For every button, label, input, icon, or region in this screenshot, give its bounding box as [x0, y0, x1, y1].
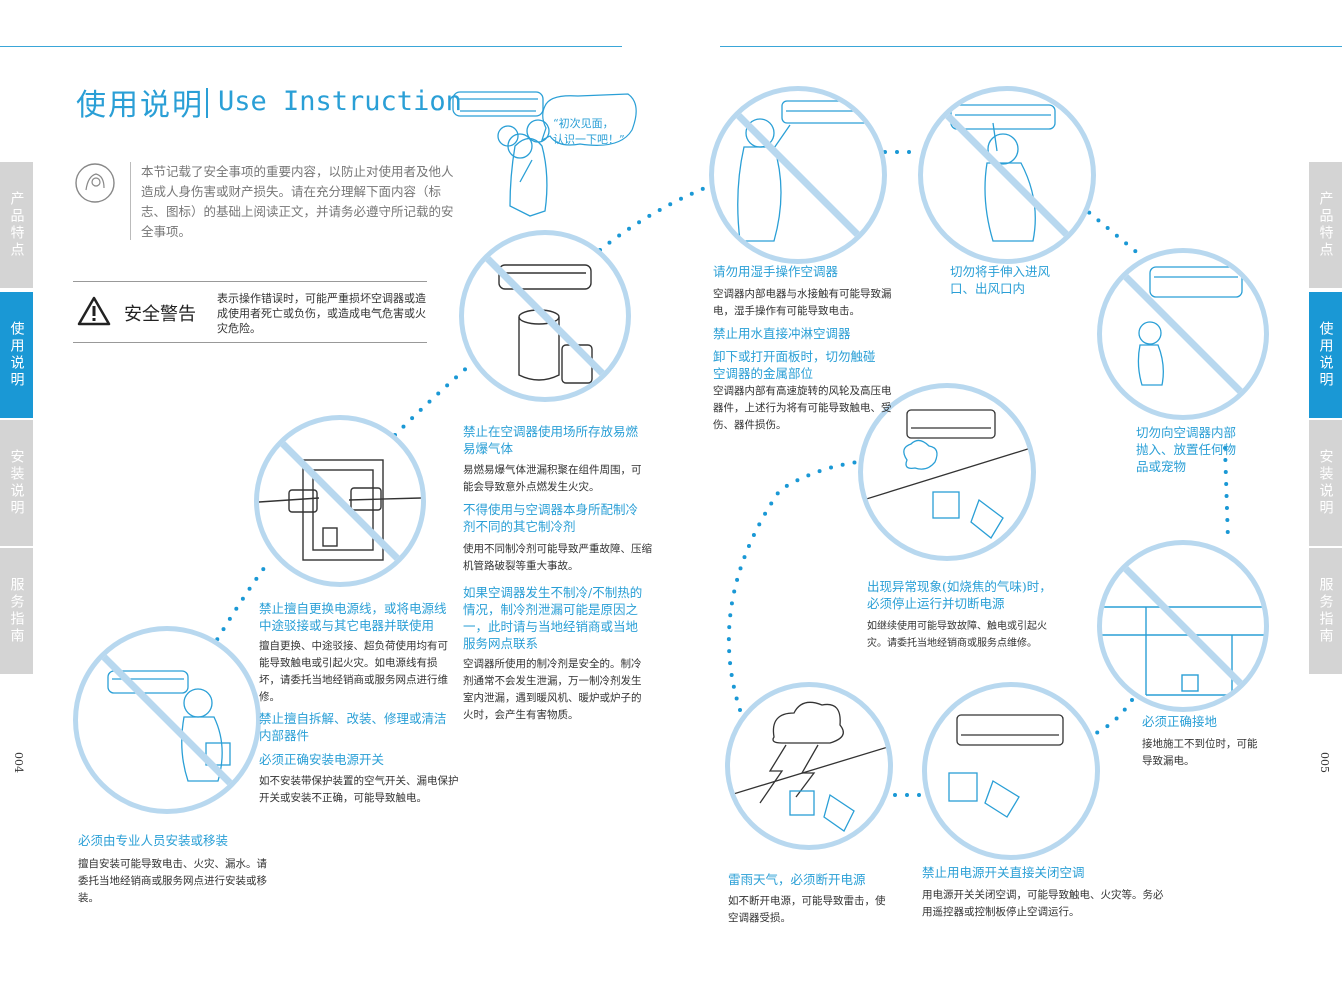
page-number-right: 005 [1318, 752, 1331, 773]
section-8-text: 空调器内部电器与水接触有可能导致漏电，湿手操作有可能导致电击。 [713, 288, 892, 317]
warning-title: 安全警告 [124, 304, 196, 325]
page-title-cn: 使用说明 [76, 88, 204, 123]
tab-left-features[interactable]: 产品特点 [0, 162, 33, 288]
section-6-text: 使用不同制冷剂可能导致严重故障、压缩机管路破裂等重大事故。 [463, 543, 652, 572]
page-title-en: Use Instruction [218, 86, 462, 117]
section-13-heading: 出现异常现象(如烧焦的气味)时，必须停止运行并切断电源 [867, 579, 1052, 611]
illustration-power-switch [922, 682, 1100, 860]
section-15-text: 如不断开电源，可能导致雷击，使空调器受损。 [728, 895, 886, 924]
section-14-text: 接地施工不到位时，可能导致漏电。 [1142, 738, 1258, 767]
section-12-heading: 切勿向空调器内部抛入、放置任何物品或宠物 [1136, 425, 1237, 474]
section-5-heading: 禁止在空调器使用场所存放易燃易爆气体 [463, 424, 639, 456]
tab-left-usage[interactable]: 使用说明 [0, 292, 33, 418]
tab-left-install[interactable]: 安装说明 [0, 420, 33, 546]
section-3-heading: 禁止擅自拆解、改装、修理或清洁内部器件 [259, 711, 447, 743]
illustration-install-professional [73, 626, 261, 814]
section-13-text: 如继续使用可能导致故障、触电或引起火灾。请委托当地经销商或服务点维修。 [867, 621, 1047, 649]
intro-text: 本节记载了安全事项的重要内容，以防止对使用者及他人造成人身伤害或财产损失。请在充… [141, 164, 454, 239]
illustration-hands-in-vent [918, 86, 1096, 264]
section-6-heading: 不得使用与空调器本身所配制冷剂不同的其它制冷剂 [463, 502, 639, 534]
section-4-text: 如不安装带保护装置的空气开关、漏电保护开关或安装不正确，可能导致触电。 [259, 775, 459, 804]
illustration-power-cord [254, 415, 426, 587]
safety-icon [75, 163, 115, 203]
page-number-left: 004 [12, 752, 25, 773]
tab-left-service[interactable]: 服务指南 [0, 548, 33, 674]
section-2-heading: 禁止擅自更换电源线，或将电源线中途驳接或与其它电器并联使用 [259, 601, 447, 633]
section-15-heading: 雷雨天气，必须断开电源 [728, 872, 866, 887]
section-8-heading: 请勿用湿手操作空调器 [713, 264, 839, 279]
illustration-thunderstorm [725, 682, 893, 850]
tab-right-service[interactable]: 服务指南 [1309, 548, 1342, 674]
top-rule-left [0, 46, 622, 47]
tab-right-usage[interactable]: 使用说明 [1309, 292, 1342, 418]
section-16-text: 用电源开关关闭空调，可能导致触电、火灾等。务必用遥控器或控制板停止空调运行。 [922, 889, 1164, 918]
section-9-heading: 禁止用水直接冲淋空调器 [713, 326, 851, 341]
section-1-heading: 必须由专业人员安装或移装 [78, 833, 229, 848]
section-14-heading: 必须正确接地 [1142, 714, 1218, 729]
section-10-heading: 卸下或打开面板时，切勿触碰空调器的金属部位 [713, 349, 876, 381]
illustration-wet-hands [709, 86, 887, 264]
section-1-text: 擅自安装可能导致电击、火灾、漏水。请委托当地经销商或服务网点进行安装或移装。 [78, 858, 267, 904]
illustration-grounding [1097, 540, 1269, 712]
tab-right-install[interactable]: 安装说明 [1309, 420, 1342, 546]
top-rule-right [720, 46, 1342, 47]
section-10-text: 空调器内部有高速旋转的风轮及高压电器件，上述行为将有可能导致触电、受伤、器件损伤… [713, 385, 892, 431]
speech-bubble-text: “初次见面， 认识一下吧！” [553, 117, 625, 146]
warning-description: 表示操作错误时，可能严重损坏空调器或造成使用者死亡或负伤，或造成电气危害或火灾危… [217, 292, 426, 335]
title-divider [206, 88, 208, 118]
tab-right-features[interactable]: 产品特点 [1309, 162, 1342, 288]
section-7-text: 空调器所使用的制冷剂是安全的。制冷剂通常不会发生泄漏，万一制冷剂发生室内泄漏，遇… [463, 658, 642, 721]
section-11-heading: 切勿将手伸入进风口、出风口内 [950, 264, 1051, 296]
section-7-heading: 如果空调器发生不制冷/不制热的情况，制冷剂泄漏可能是原因之一，此时请与当地经销商… [463, 585, 643, 651]
bear-mascot-illustration [452, 91, 637, 217]
intro-divider [130, 162, 131, 240]
illustration-objects-pets [1097, 248, 1269, 420]
section-2-text: 擅自更换、中途驳接、超负荷使用均有可能导致触电或引起火灾。如电源线有损坏，请委托… [259, 640, 448, 703]
section-16-heading: 禁止用电源开关直接关闭空调 [922, 865, 1085, 880]
illustration-abnormal-smell [858, 383, 1036, 561]
warning-box [73, 281, 427, 343]
illustration-flammable-gas [459, 230, 631, 402]
section-5-text: 易燃易爆气体泄漏积聚在组件周围，可能会导致意外点燃发生火灾。 [463, 464, 642, 493]
section-4-heading: 必须正确安装电源开关 [259, 752, 385, 767]
warning-triangle-icon [77, 296, 111, 326]
